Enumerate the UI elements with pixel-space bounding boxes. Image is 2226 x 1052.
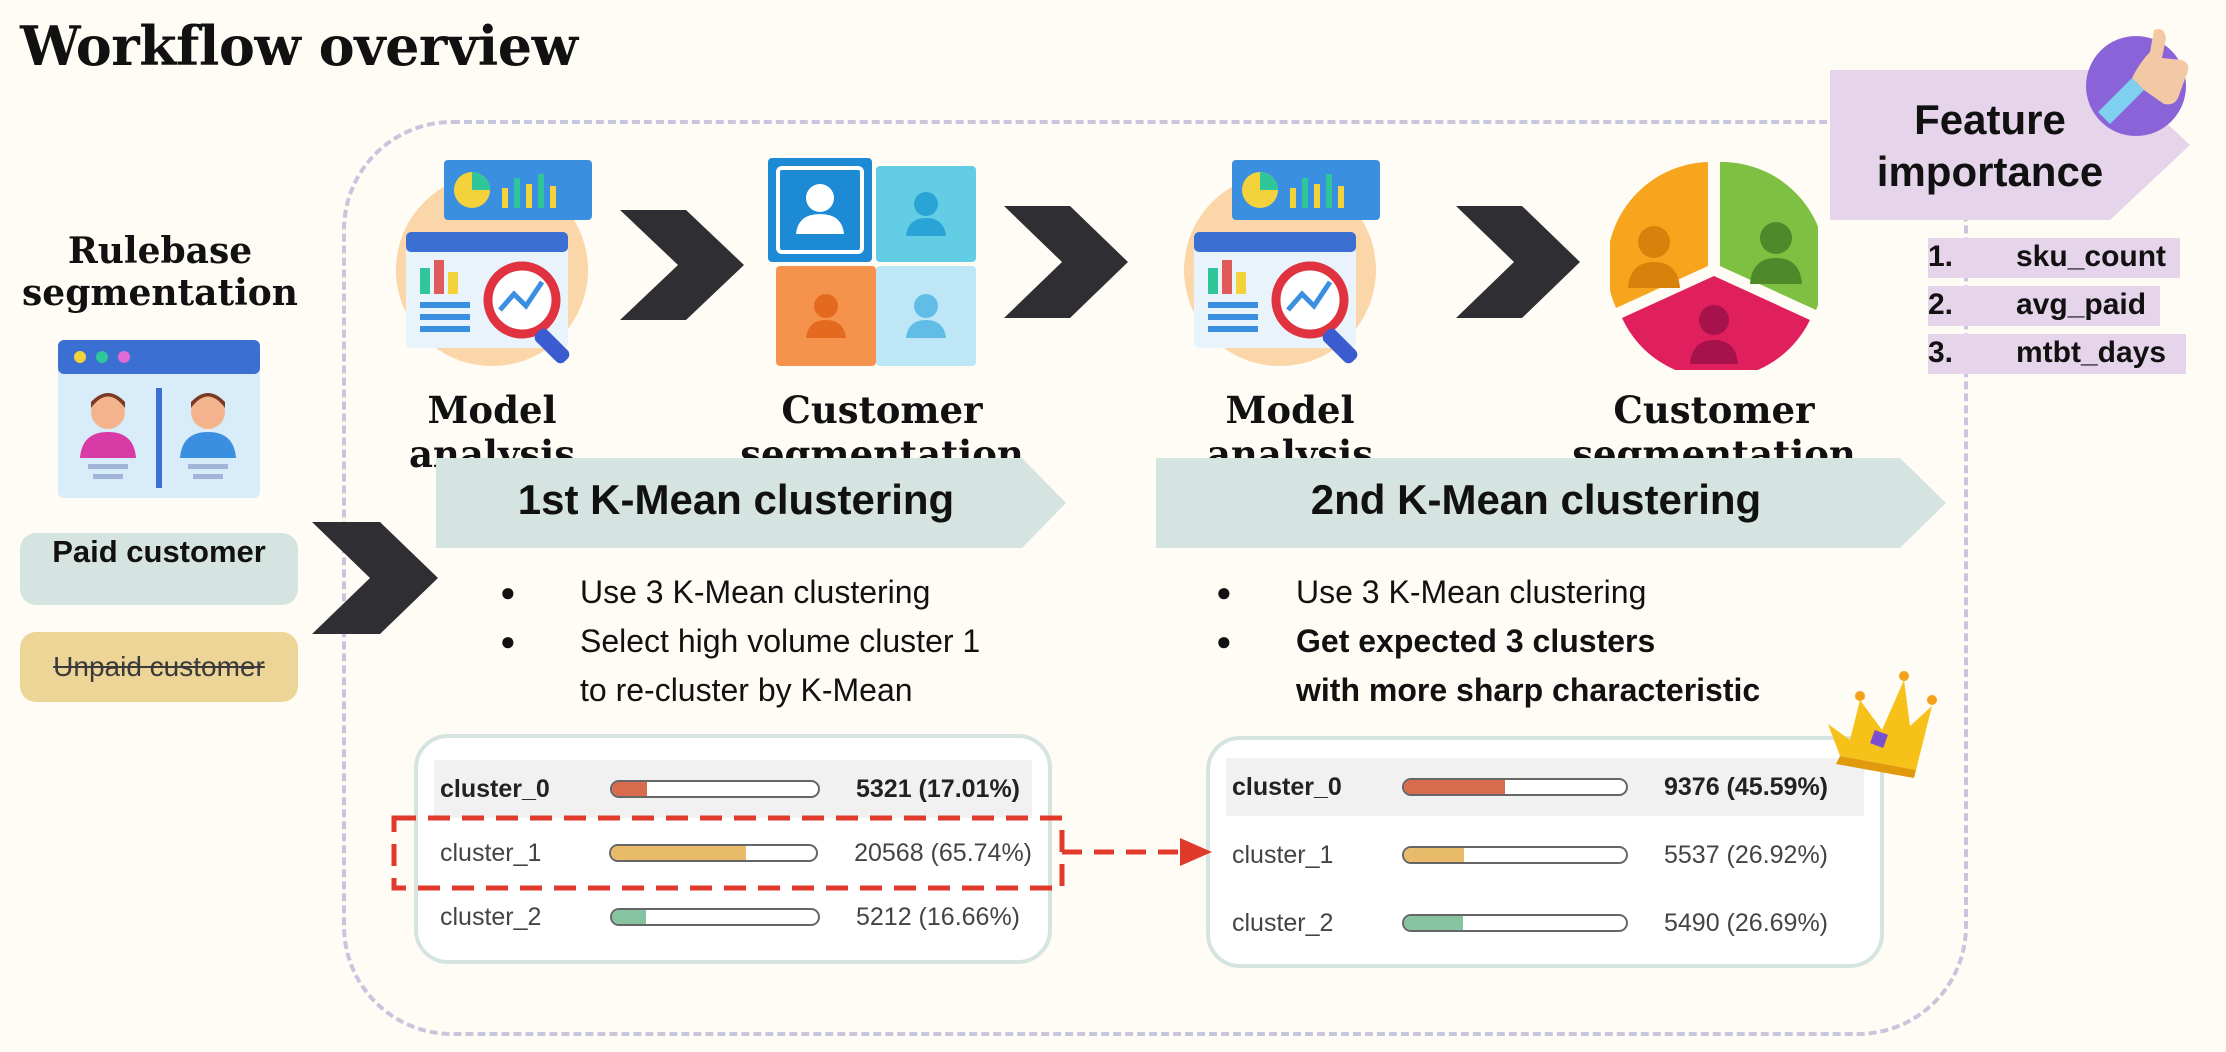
unpaid-customer-tag: Unpaid customer	[20, 632, 298, 702]
feature-importance-title: Feature importance	[1876, 96, 2104, 195]
cluster-count: 5537 (26.92%)	[1664, 840, 1829, 869]
cluster-bar	[1402, 846, 1628, 864]
cluster-name: cluster_0	[1232, 772, 1342, 801]
feature-rank: 2.	[1928, 288, 1954, 321]
bullet-item: Select high volume cluster 1	[500, 617, 1060, 666]
cluster-name: cluster_1	[1232, 840, 1334, 869]
cluster-count: 20568 (65.74%)	[854, 838, 1032, 867]
cluster-count: 5490 (26.69%)	[1664, 908, 1829, 937]
analytics-dashboard-icon	[1184, 160, 1380, 366]
team-grid-icon	[768, 158, 976, 366]
crown-icon	[1828, 671, 1937, 778]
cluster-row: cluster_0 5321 (17.01%)	[434, 760, 1032, 818]
paid-customer-tag: Paid customer	[20, 533, 298, 605]
cluster-bar-fill	[1404, 780, 1506, 794]
feature-rank: 1.	[1928, 240, 1954, 273]
workflow-container	[342, 120, 1968, 1036]
stage2-banner: 2nd K-Mean clustering	[1310, 476, 1762, 523]
cluster-bar-fill	[1404, 848, 1464, 862]
feature-rank: 3.	[1928, 336, 1954, 369]
bullet-item: Get expected 3 clusters	[1216, 617, 1836, 666]
cluster-row: cluster_2 5490 (26.69%)	[1226, 894, 1864, 952]
cluster-bar-fill	[611, 846, 746, 860]
cluster-bar	[609, 844, 819, 862]
feature-item: 2. avg_paid	[1928, 286, 2160, 326]
cluster-bar	[1402, 778, 1628, 796]
bullet-continuation: to re-cluster by K-Mean	[580, 672, 913, 708]
user-profiles-icon	[58, 340, 260, 498]
cluster-count: 5321 (17.01%)	[856, 774, 1021, 803]
cluster-name: cluster_2	[440, 902, 542, 931]
analytics-dashboard-icon	[396, 160, 592, 366]
pie-segments-icon	[1610, 161, 1818, 370]
rulebase-title: Rulebase segmentation	[22, 230, 298, 314]
highlight-connector	[391, 815, 1212, 891]
cluster-row: cluster_1 5537 (26.92%)	[1226, 826, 1864, 884]
feature-name: sku_count	[2016, 240, 2167, 273]
stage2-bullets: Use 3 K-Mean clustering Get expected 3 c…	[1216, 568, 1836, 715]
cluster-bar	[1402, 914, 1628, 932]
chevron-right-icon	[620, 210, 744, 320]
stage1-cluster-card: cluster_0 5321 (17.01%) cluster_1 20568 …	[414, 734, 1052, 964]
feature-name: avg_paid	[2016, 288, 2147, 321]
stage1-bullets: Use 3 K-Mean clustering Select high volu…	[500, 568, 1060, 715]
stage2-cluster-card: cluster_0 9376 (45.59%) cluster_1 5537 (…	[1206, 736, 1884, 968]
cluster-name: cluster_0	[440, 774, 550, 803]
cluster-bar-fill	[1404, 916, 1464, 930]
cluster-row: cluster_0 9376 (45.59%)	[1226, 758, 1864, 816]
cluster-count: 5212 (16.66%)	[856, 902, 1021, 931]
chevron-right-icon	[1004, 206, 1128, 318]
cluster-name: cluster_1	[440, 838, 542, 867]
bullet-continuation: with more sharp characteristic	[1296, 672, 1761, 708]
cluster-row: cluster_1 20568 (65.74%)	[434, 824, 1032, 882]
cluster-bar-fill	[612, 910, 647, 924]
cluster-bar	[610, 780, 820, 798]
bullet-item: Use 3 K-Mean clustering	[1216, 568, 1836, 617]
stage2-banner-shape	[1156, 458, 1946, 548]
chevron-right-icon	[312, 522, 438, 634]
cluster-count: 9376 (45.59%)	[1664, 772, 1829, 801]
cluster-name: cluster_2	[1232, 908, 1334, 937]
bullet-item: Use 3 K-Mean clustering	[500, 568, 1060, 617]
stage1-banner-shape	[436, 458, 1066, 548]
chevron-right-icon	[1456, 206, 1580, 318]
cluster-row: cluster_2 5212 (16.66%)	[434, 888, 1032, 946]
feature-name: mtbt_days	[2016, 336, 2167, 369]
feature-item: 1. sku_count	[1928, 238, 2180, 278]
cluster-bar-fill	[612, 782, 648, 796]
stage1-banner: 1st K-Mean clustering	[517, 476, 955, 523]
thumbs-up-icon	[2086, 29, 2189, 136]
page-title: Workflow overview	[20, 14, 578, 78]
cluster-bar	[610, 908, 820, 926]
feature-item: 3. mtbt_days	[1928, 334, 2186, 374]
